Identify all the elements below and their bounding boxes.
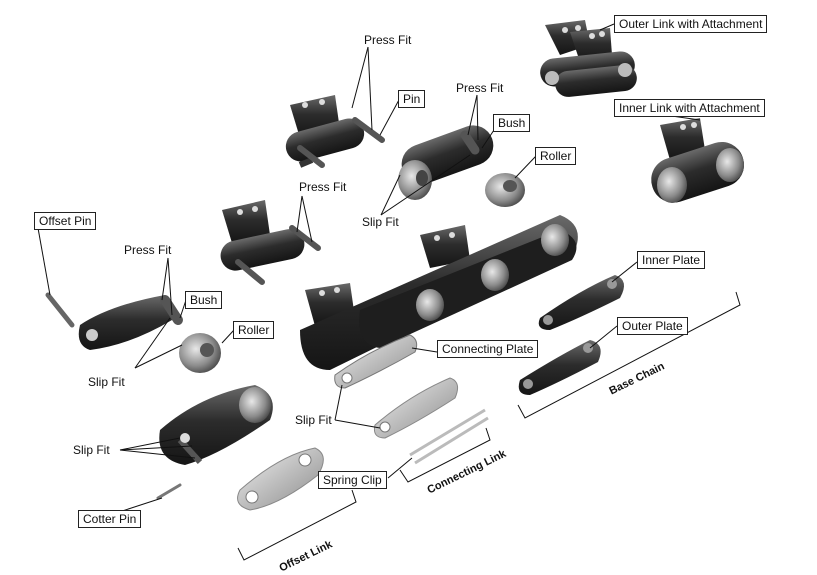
inner-plate-bush-assembly <box>398 125 494 200</box>
label-bush-left: Bush <box>185 291 223 309</box>
inner-plate-part <box>538 275 624 330</box>
offset-plate-bush-assembly <box>78 295 183 350</box>
label-press-fit-left: Press Fit <box>299 180 347 194</box>
offset-link-assembly <box>159 385 273 465</box>
outer-plate-pin-assembly-top <box>285 95 385 168</box>
label-slip-fit-left: Slip Fit <box>88 375 125 389</box>
inner-link-attachment-part <box>651 118 745 203</box>
outer-plate-pin-assembly-left <box>220 200 321 285</box>
connecting-plate-part <box>374 377 459 439</box>
label-spring-clip: Spring Clip <box>318 471 387 489</box>
roller-part-middle <box>485 173 525 207</box>
connecting-plate-on-chain <box>334 334 418 389</box>
label-roller-middle: Roller <box>535 147 577 165</box>
cotter-pin-part <box>156 483 182 500</box>
label-press-fit-offset: Press Fit <box>124 243 172 257</box>
label-inner-plate: Inner Plate <box>637 251 706 269</box>
label-slip-fit-connecting: Slip Fit <box>295 413 332 427</box>
leader-lines <box>37 23 741 561</box>
outer-plate-part <box>518 340 601 395</box>
label-press-fit-middle: Press Fit <box>456 81 504 95</box>
label-roller-left: Roller <box>233 321 275 339</box>
base-chain-assembly <box>300 215 578 370</box>
offset-plate-part <box>237 447 324 511</box>
spring-clip-part <box>409 408 489 465</box>
label-bush-middle: Bush <box>493 114 531 132</box>
label-offset-pin: Offset Pin <box>34 212 97 230</box>
label-outer-plate: Outer Plate <box>617 317 688 335</box>
outer-link-attachment-part <box>540 20 637 97</box>
label-outer-link-attachment: Outer Link with Attachment <box>614 15 768 33</box>
label-cotter-pin: Cotter Pin <box>78 510 142 528</box>
label-inner-link-attachment: Inner Link with Attachment <box>614 99 765 117</box>
label-pin: Pin <box>398 90 426 108</box>
label-slip-fit-offset: Slip Fit <box>73 443 110 457</box>
offset-pin-part <box>45 292 75 328</box>
roller-part-left <box>179 333 221 373</box>
label-slip-fit-middle: Slip Fit <box>362 215 399 229</box>
label-connecting-plate: Connecting Plate <box>437 340 539 358</box>
label-press-fit-top: Press Fit <box>364 33 412 47</box>
